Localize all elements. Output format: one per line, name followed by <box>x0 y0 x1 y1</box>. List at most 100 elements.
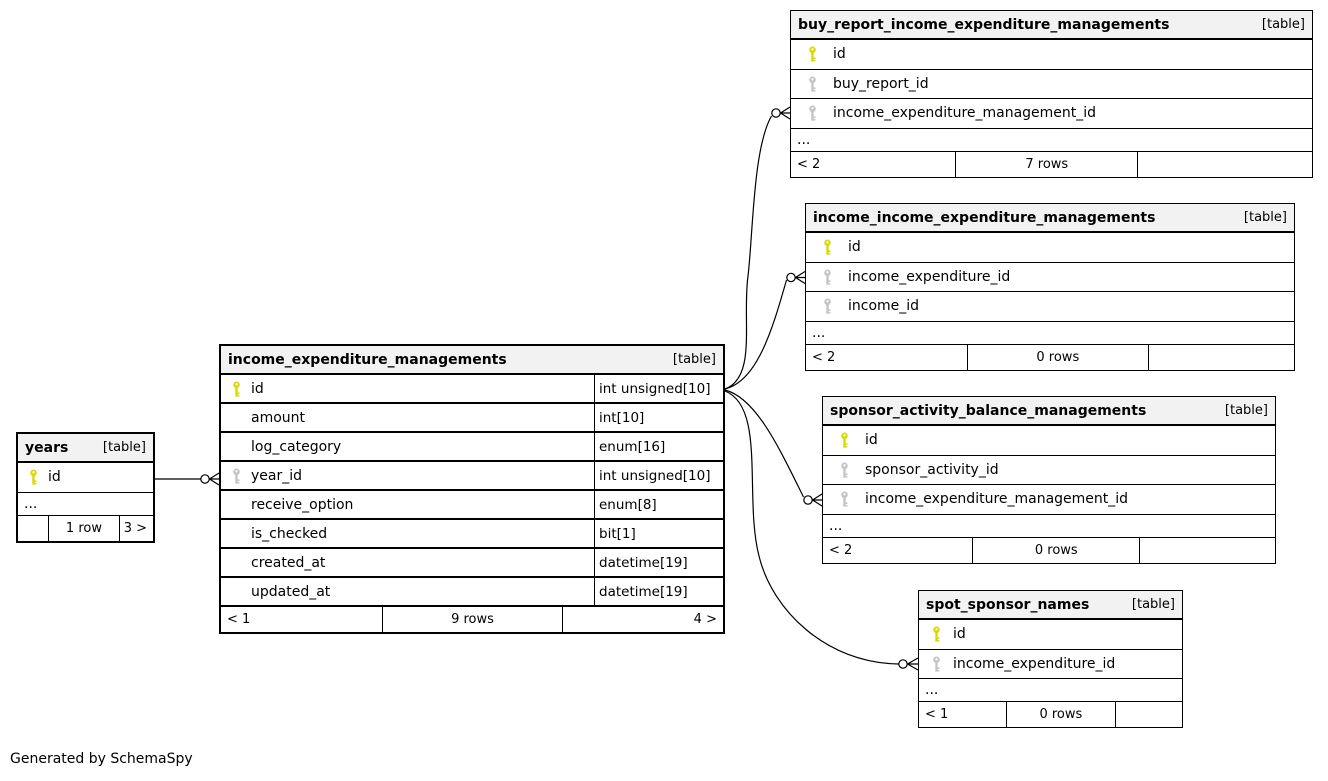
foreign-key-icon <box>823 462 865 478</box>
truncated-columns-indicator: ... <box>806 322 1294 345</box>
footer-parent-count: < 2 <box>829 542 853 558</box>
column-row: receive_option enum[8] <box>221 491 723 520</box>
primary-key-icon <box>791 46 833 62</box>
footer-row-count: 0 rows <box>967 344 1148 370</box>
column-name: log_category <box>251 438 342 455</box>
zero-cardinality-marker <box>898 659 908 669</box>
crow-foot-marker <box>795 270 806 285</box>
column-row: income_expenditure_id <box>919 650 1182 679</box>
table-income-income-expenditure-managements[interactable]: income_income_expenditure_managements [ta… <box>805 203 1295 371</box>
table-header[interactable]: buy_report_income_expenditure_management… <box>791 11 1312 40</box>
relationship-to-sponsor-activity-balance <box>724 389 823 507</box>
foreign-key-icon <box>806 269 848 285</box>
table-title[interactable]: sponsor_activity_balance_managements <box>830 402 1147 419</box>
column-type: datetime[19] <box>594 549 723 576</box>
foreign-key-icon <box>823 491 865 507</box>
table-type-badge: [table] <box>1131 597 1175 612</box>
column-name: id <box>953 626 966 643</box>
footer-row-count: 0 rows <box>1005 702 1115 727</box>
truncated-columns-indicator: ... <box>919 679 1182 702</box>
column-row: income_expenditure_management_id <box>791 99 1312 129</box>
table-title[interactable]: income_expenditure_managements <box>228 351 507 368</box>
column-type: enum[16] <box>594 433 723 460</box>
column-row: id <box>18 463 153 493</box>
table-title[interactable]: buy_report_income_expenditure_management… <box>798 16 1170 33</box>
column-name: id <box>848 239 861 256</box>
column-row: is_checked bit[1] <box>221 520 723 549</box>
table-type-badge: [table] <box>1261 17 1305 32</box>
crow-foot-marker <box>780 106 791 120</box>
footer-child-count <box>1114 702 1182 727</box>
generated-by-note: Generated by SchemaSpy <box>10 751 193 767</box>
crow-foot-marker <box>907 657 919 671</box>
column-type: int[10] <box>594 404 723 431</box>
foreign-key-icon <box>919 656 953 672</box>
table-header[interactable]: spot_sponsor_names [table] <box>919 591 1182 620</box>
column-row: id <box>823 426 1275 456</box>
column-name: updated_at <box>251 583 331 600</box>
column-row: created_at datetime[19] <box>221 549 723 578</box>
table-title[interactable]: income_income_expenditure_managements <box>813 209 1156 226</box>
primary-key-icon <box>18 469 48 485</box>
table-footer: < 1 0 rows <box>919 702 1182 727</box>
table-header[interactable]: income_expenditure_managements[table] <box>221 346 723 375</box>
column-type: int unsigned[10] <box>594 375 723 402</box>
column-row: income_expenditure_management_id <box>823 485 1275 515</box>
column-row: income_id <box>806 292 1294 322</box>
table-header[interactable]: sponsor_activity_balance_managements[tab… <box>823 397 1275 426</box>
column-name: id <box>865 432 878 449</box>
column-name: income_expenditure_id <box>848 268 1011 285</box>
foreign-key-icon <box>791 76 833 92</box>
foreign-key-icon <box>791 105 833 121</box>
table-header[interactable]: income_income_expenditure_managements [ta… <box>806 204 1294 233</box>
column-type: bit[1] <box>594 520 723 547</box>
primary-key-icon <box>823 432 865 448</box>
table-type-badge: [table] <box>1243 210 1287 225</box>
column-name: id <box>251 380 264 397</box>
column-name: year_id <box>251 467 303 484</box>
column-row: income_expenditure_id <box>806 263 1294 292</box>
column-name: id <box>48 469 61 486</box>
table-buy-report-income-expenditure-managements[interactable]: buy_report_income_expenditure_management… <box>790 10 1313 178</box>
footer-parent-count: < 2 <box>797 156 821 172</box>
zero-cardinality-marker <box>803 495 813 505</box>
column-name: income_id <box>848 298 920 315</box>
column-row: sponsor_activity_id <box>823 456 1275 485</box>
column-name: amount <box>251 409 306 426</box>
footer-child-count <box>1137 151 1312 177</box>
table-header[interactable]: years[table] <box>18 434 153 463</box>
column-name: created_at <box>251 554 326 571</box>
footer-child-count: 4 > <box>562 607 723 632</box>
table-spot-sponsor-names[interactable]: spot_sponsor_names [table] id income_expend… <box>918 590 1183 728</box>
footer-row-count: 1 row <box>47 515 120 541</box>
column-name: income_expenditure_id <box>953 655 1116 672</box>
table-title[interactable]: years <box>25 439 69 456</box>
table-title[interactable]: spot_sponsor_names <box>926 596 1090 613</box>
column-row: id <box>806 233 1294 263</box>
footer-parent-count: < 1 <box>227 612 251 627</box>
relationship-to-buy-report <box>724 106 791 390</box>
column-name: receive_option <box>251 496 354 513</box>
footer-row-count: 9 rows <box>381 607 563 632</box>
column-type: int unsigned[10] <box>594 462 723 489</box>
footer-parent-count: < 2 <box>812 349 836 365</box>
column-row: id int unsigned[10] <box>221 375 723 404</box>
column-row: id <box>919 620 1182 650</box>
column-name: is_checked <box>251 525 328 542</box>
zero-cardinality-marker <box>786 272 796 283</box>
truncated-columns-indicator: ... <box>823 515 1275 538</box>
column-type: enum[8] <box>594 491 723 518</box>
footer-parent-count: < 1 <box>925 707 949 722</box>
truncated-columns-indicator: ... <box>791 129 1312 152</box>
footer-child-count <box>1139 537 1275 563</box>
table-sponsor-activity-balance-managements[interactable]: sponsor_activity_balance_managements[tab… <box>822 396 1276 564</box>
relationship-years-to-income-expenditure-managements <box>155 472 220 486</box>
column-row: log_category enum[16] <box>221 433 723 462</box>
primary-key-icon <box>806 239 848 255</box>
